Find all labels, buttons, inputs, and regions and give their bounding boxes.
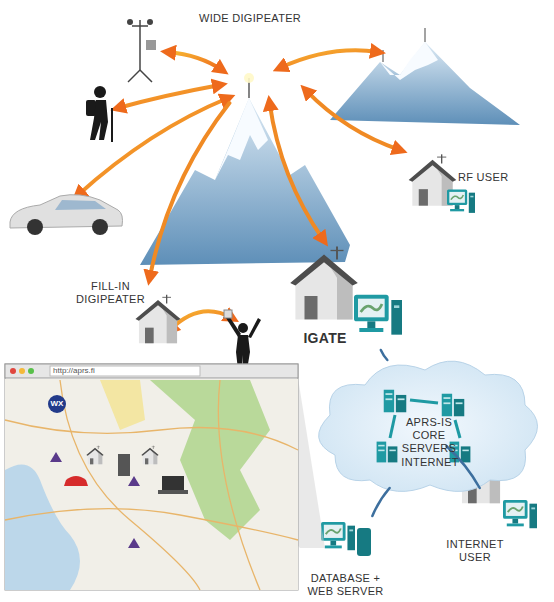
database-web-server: DATABASE + WEB SERVER bbox=[298, 516, 395, 600]
node-label: WIDE DIGIPEATER bbox=[196, 12, 304, 25]
rf-user: RF USER bbox=[400, 145, 510, 225]
node-label: RF USER bbox=[458, 171, 508, 184]
network-cable bbox=[372, 488, 389, 516]
wide-digipeater: WIDE DIGIPEATER bbox=[196, 8, 306, 103]
network-cable bbox=[381, 350, 388, 360]
node-label: APRS-IS CORE SERVERS bbox=[394, 416, 464, 455]
internet-user: INTERNET USER bbox=[440, 446, 548, 566]
radio-link bbox=[150, 103, 230, 278]
node-label: IGATE bbox=[300, 330, 350, 346]
radio-link bbox=[306, 90, 400, 150]
url-text: http://aprs.fi bbox=[53, 366, 95, 376]
node-label: INTERNET bbox=[400, 456, 460, 469]
radio-link bbox=[270, 103, 324, 240]
node-label: INTERNET USER bbox=[440, 538, 510, 564]
igate: IGATE bbox=[280, 240, 410, 350]
fill-in-digipeater: FILL-IN DIGIPEATER bbox=[76, 278, 188, 356]
node-label: DATABASE + WEB SERVER bbox=[298, 572, 393, 598]
internet-cloud: APRS-IS CORE SERVERSINTERNET bbox=[318, 360, 540, 488]
wx-badge: WX bbox=[50, 398, 64, 410]
node-label: FILL-IN DIGIPEATER bbox=[76, 280, 145, 306]
